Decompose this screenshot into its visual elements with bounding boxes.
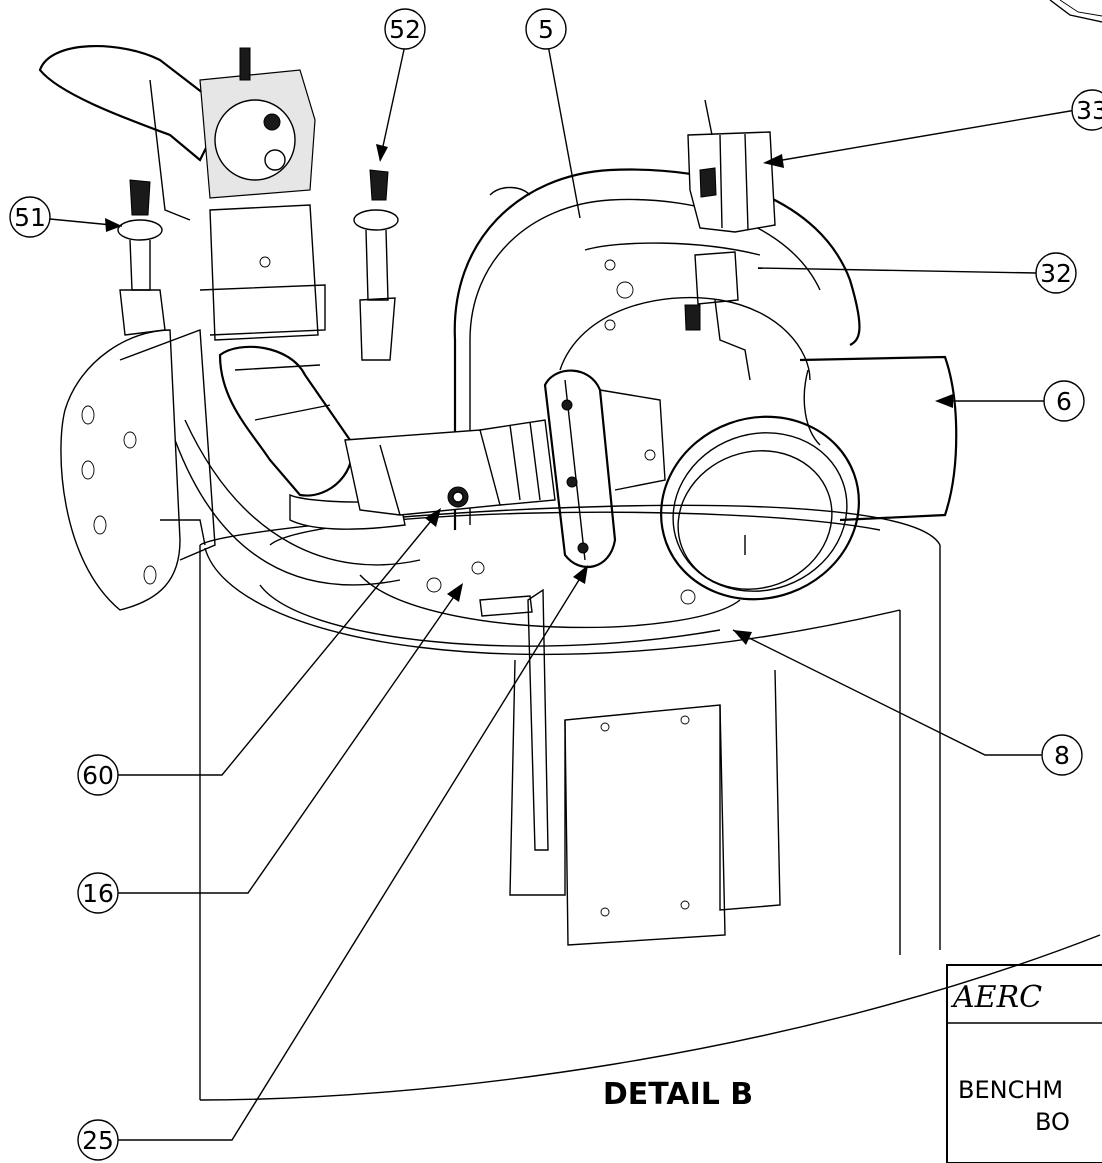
mounting-plate <box>269 511 881 629</box>
callout-52: 52 <box>384 8 426 50</box>
wiring <box>160 419 421 586</box>
callout-32-label: 32 <box>1040 259 1072 288</box>
callout-25-label: 25 <box>82 1126 114 1155</box>
leader-lines <box>49 44 1077 1141</box>
leader-60 <box>118 509 441 776</box>
pressure-switch-51 <box>117 179 166 336</box>
detail-title: DETAIL B <box>603 1077 753 1112</box>
gas-train <box>38 44 666 569</box>
title-block-brand: AERC <box>950 980 1042 1015</box>
callout-balloons: 51 52 5 33 32 6 8 60 <box>9 8 1102 1161</box>
callout-60-label: 60 <box>82 761 114 790</box>
callout-51: 51 <box>9 196 51 238</box>
boiler-shell <box>199 504 1101 1101</box>
front-panel <box>509 588 781 946</box>
callout-5-label: 5 <box>538 15 554 44</box>
boiler-assembly-drawing <box>38 44 1101 1101</box>
callout-25: 25 <box>77 1119 119 1161</box>
title-block: AERC BENCHM BO <box>946 964 1102 1163</box>
callout-8: 8 <box>1041 734 1083 776</box>
callout-32: 32 <box>1035 252 1077 294</box>
flange-left <box>60 329 216 611</box>
title-block-line2: BO <box>1035 1108 1070 1136</box>
callout-6: 6 <box>1043 380 1085 422</box>
air-inlet-ring <box>660 415 860 601</box>
leader-32 <box>757 267 1038 274</box>
leader-52 <box>379 44 406 161</box>
callout-6-label: 6 <box>1056 387 1072 416</box>
leader-25 <box>118 566 588 1141</box>
pressure-switch-52 <box>353 169 399 361</box>
leader-16 <box>118 584 463 894</box>
callout-8-label: 8 <box>1054 741 1070 770</box>
callout-52-label: 52 <box>389 15 421 44</box>
callout-5: 5 <box>525 8 567 50</box>
callout-60: 60 <box>77 754 119 796</box>
sensor-32 <box>684 251 751 381</box>
callout-33-label: 33 <box>1076 96 1102 125</box>
leader-33 <box>764 109 1077 164</box>
leader-5 <box>547 44 581 219</box>
callout-16: 16 <box>77 872 119 914</box>
blower-housing <box>453 168 861 530</box>
callout-51-label: 51 <box>14 203 46 232</box>
corner-sketch-fragment <box>1049 0 1102 23</box>
callout-16-label: 16 <box>82 879 114 908</box>
title-block-line1: BENCHM <box>958 1076 1063 1104</box>
outlet-pipe <box>799 355 958 522</box>
callout-33: 33 <box>1071 89 1102 131</box>
leader-8 <box>732 629 1042 756</box>
ignitor-33 <box>687 99 776 233</box>
